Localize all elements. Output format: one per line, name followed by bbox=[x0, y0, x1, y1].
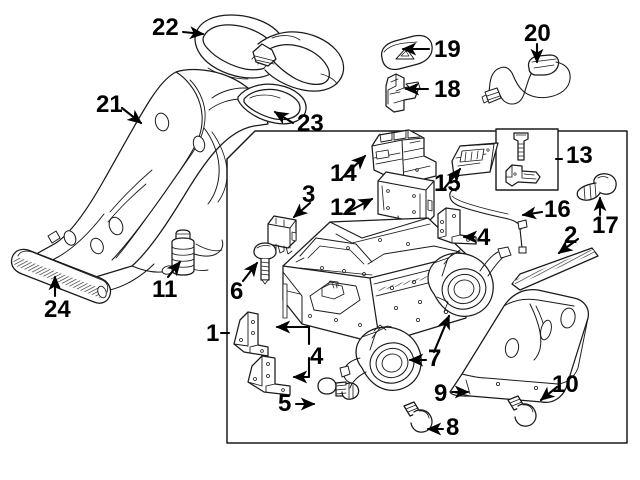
leader-16 bbox=[521, 206, 544, 220]
leader-2 bbox=[557, 237, 580, 255]
part-16-wiring-lead bbox=[449, 189, 528, 254]
leader-12 bbox=[342, 197, 374, 216]
part-4-bracket-lower-left bbox=[247, 355, 291, 396]
callout-label-7[interactable]: 7 bbox=[428, 345, 442, 372]
leader-21 bbox=[120, 106, 143, 125]
callout-label-20[interactable]: 20 bbox=[524, 20, 551, 47]
part-7-blower-motor-upper bbox=[427, 246, 512, 317]
callout-label-6[interactable]: 6 bbox=[230, 278, 244, 305]
leader-7b bbox=[432, 314, 451, 354]
part-12-control-module bbox=[377, 171, 435, 229]
callout-label-12[interactable]: 12 bbox=[330, 194, 357, 221]
callout-label-16[interactable]: 16 bbox=[544, 196, 571, 223]
callout-label-2[interactable]: 2 bbox=[564, 222, 578, 249]
callout-label-24[interactable]: 24 bbox=[44, 296, 71, 323]
part-22-air-duct-upper bbox=[194, 14, 345, 92]
callout-label-17[interactable]: 17 bbox=[592, 212, 619, 239]
callout-label-11[interactable]: 11 bbox=[152, 276, 178, 303]
part-6-screw-upper bbox=[253, 242, 277, 285]
callout-label-3[interactable]: 3 bbox=[302, 181, 316, 208]
part-17-bolt-hex-right bbox=[576, 173, 617, 201]
part-19-cover-cap bbox=[380, 34, 433, 71]
callout-label-5[interactable]: 5 bbox=[278, 390, 292, 417]
part-5-bolt-flange bbox=[317, 377, 360, 400]
leader-lines bbox=[48, 26, 607, 436]
leader-11 bbox=[166, 260, 182, 279]
leader-15 bbox=[441, 167, 462, 192]
part-10-bolt-lower-right bbox=[507, 395, 537, 427]
callout-label-14[interactable]: 14 bbox=[330, 160, 357, 187]
callout-label-15[interactable]: 15 bbox=[434, 170, 461, 197]
part-18-latch-clip bbox=[385, 73, 421, 113]
callout-label-8[interactable]: 8 bbox=[446, 414, 460, 441]
leader-14 bbox=[338, 154, 367, 182]
callout-label-1[interactable]: 1 bbox=[206, 320, 220, 347]
part-14-housing-upper bbox=[371, 129, 437, 185]
callout-label-4-left[interactable]: 4 bbox=[310, 343, 324, 370]
callout-label-10[interactable]: 10 bbox=[552, 371, 579, 398]
part-13-hardware-kit bbox=[505, 132, 541, 187]
callout-label-19[interactable]: 19 bbox=[434, 36, 461, 63]
leader-23 bbox=[273, 110, 295, 125]
leader-4b-lower bbox=[292, 356, 311, 384]
callout-label-22[interactable]: 22 bbox=[152, 14, 179, 41]
part-2-filter-element-small bbox=[511, 247, 599, 291]
part-20-wiring-harness bbox=[481, 54, 571, 105]
leader-4b-upper bbox=[275, 320, 311, 346]
leader-22 bbox=[181, 26, 205, 40]
callout-label-4-right[interactable]: 4 bbox=[477, 224, 491, 251]
callout-label-18[interactable]: 18 bbox=[434, 76, 461, 103]
callout-label-21[interactable]: 21 bbox=[96, 91, 123, 118]
part-4-bracket-upper-left bbox=[233, 311, 269, 357]
part-7-blower-motor-lower bbox=[339, 324, 422, 391]
leader-3 bbox=[292, 201, 312, 219]
part-9-duct-cover bbox=[449, 288, 590, 404]
leader-6 bbox=[241, 261, 259, 283]
callout-label-23[interactable]: 23 bbox=[297, 110, 324, 137]
part-1-hvac-main-case bbox=[282, 217, 467, 345]
leader-10 bbox=[539, 385, 559, 402]
callout-label-13[interactable]: 13 bbox=[566, 142, 593, 169]
callout-label-9[interactable]: 9 bbox=[434, 380, 448, 407]
